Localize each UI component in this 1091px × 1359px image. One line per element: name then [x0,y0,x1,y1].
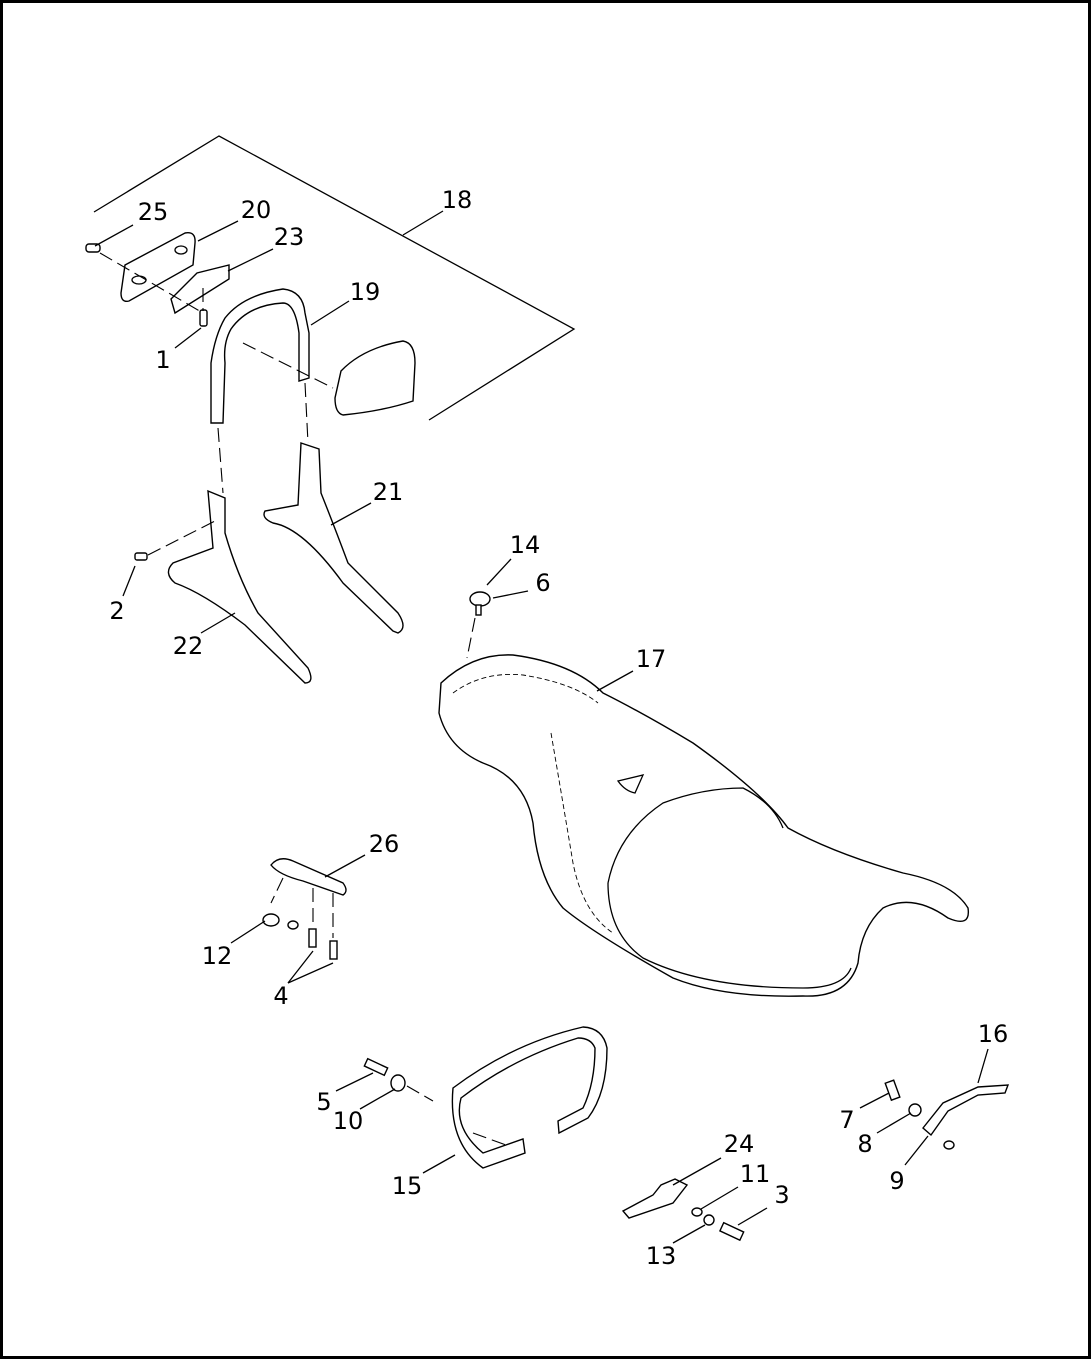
callout-4: 4 [273,982,288,1010]
bracket-23 [170,264,230,315]
bracket-26 [262,858,347,960]
callout-8: 8 [857,1130,872,1158]
leader-lines [94,210,989,1244]
callout-18: 18 [442,186,473,214]
callout-16: 16 [978,1020,1009,1048]
callout-17: 17 [636,645,667,673]
callout-24: 24 [724,1130,755,1158]
knob-14 [469,591,491,616]
callout-1: 1 [155,346,170,374]
strap-15 [451,1026,608,1169]
upright-19 [210,288,310,424]
callout-2: 2 [109,597,124,625]
callout-12: 12 [202,942,233,970]
callout-14: 14 [510,531,541,559]
callout-19: 19 [350,278,381,306]
exploded-parts-diagram: 25 20 23 18 19 1 21 14 6 2 22 17 26 12 4… [85,135,1010,1270]
callout-15: 15 [392,1172,423,1200]
callout-9: 9 [889,1167,904,1195]
callout-26: 26 [369,830,400,858]
screw-25 [85,243,101,253]
sideplate-21 [263,442,404,634]
callout-10: 10 [333,1107,364,1135]
kit-bracket-18 [93,135,576,421]
callout-25: 25 [138,198,169,226]
seat-17 [438,654,970,997]
callout-22: 22 [173,632,204,660]
sideplate-22 [167,489,312,684]
assembly-lines [99,252,507,1146]
washer-10 [390,1074,406,1092]
screw-1 [199,309,208,327]
callout-21: 21 [373,478,404,506]
bracket-16 [884,1079,1010,1150]
bolt-5 [363,1057,389,1077]
bracket-24 [621,1178,745,1242]
callout-11: 11 [740,1160,771,1188]
callout-20: 20 [241,196,272,224]
screw-2 [134,552,148,561]
callout-23: 23 [274,223,305,251]
callout-5: 5 [316,1088,331,1116]
callout-6: 6 [535,569,550,597]
callout-3: 3 [774,1181,789,1209]
backrest-pad [334,340,416,416]
callout-13: 13 [646,1242,677,1270]
callout-7: 7 [839,1106,854,1134]
